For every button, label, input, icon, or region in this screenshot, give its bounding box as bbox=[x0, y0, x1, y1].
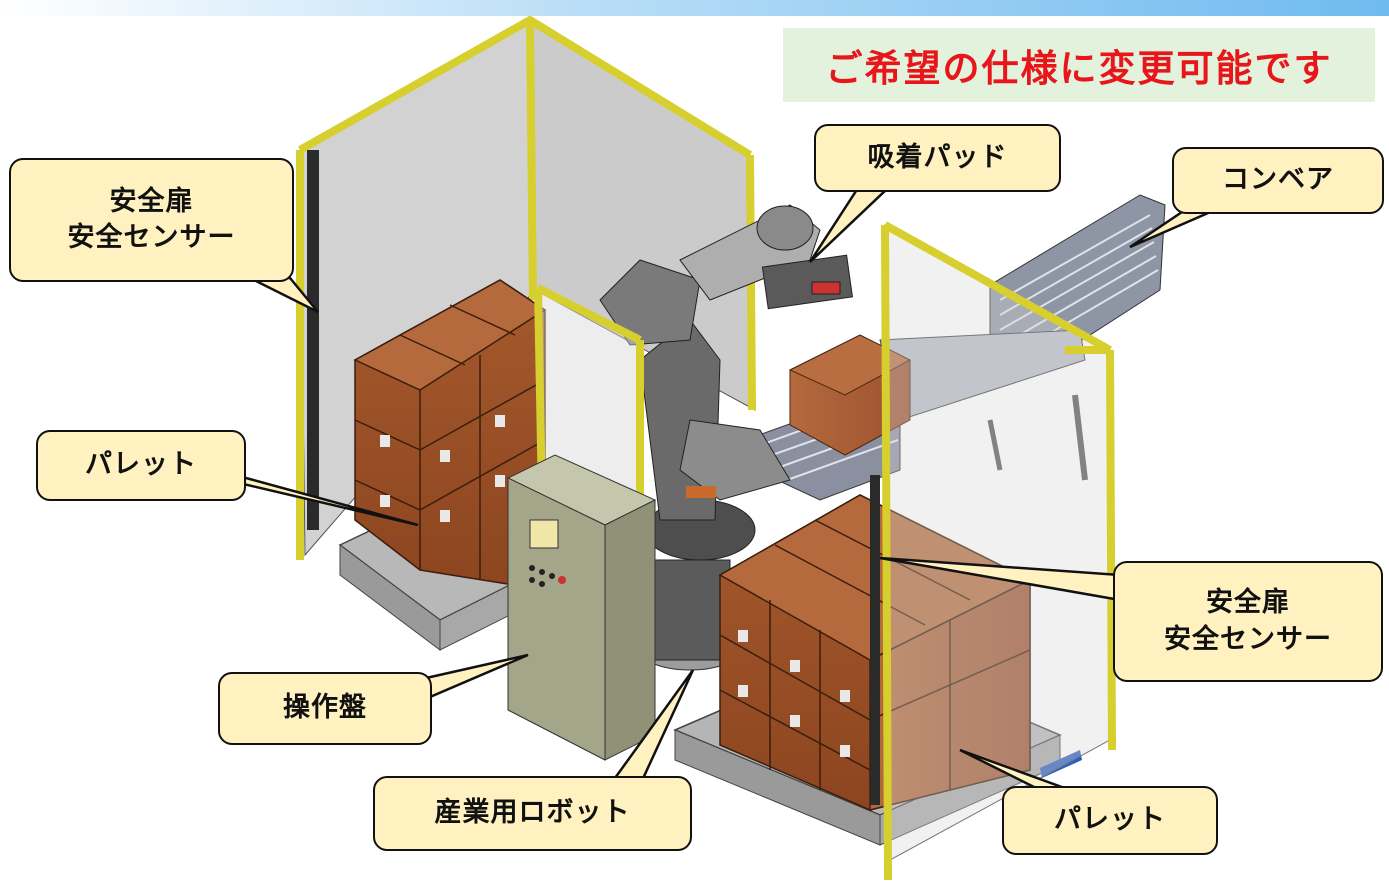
callout-door-sensor-left: 安全扉 安全センサー bbox=[9, 158, 294, 282]
left-box-stack bbox=[353, 279, 547, 591]
callout-suction-pad: 吸着パッド bbox=[814, 124, 1061, 192]
industrial-robot bbox=[599, 204, 854, 671]
callout-door-sensor-right-line1: 安全扉 bbox=[1206, 587, 1290, 619]
left-light-curtain-sensor bbox=[307, 150, 319, 530]
callout-door-sensor-left-line2: 安全センサー bbox=[67, 222, 236, 253]
callout-door-sensor-right: 安全扉 安全センサー bbox=[1113, 561, 1383, 682]
callout-door-sensor-right-line2: 安全センサー bbox=[1164, 623, 1332, 655]
callout-control-panel: 操作盤 bbox=[218, 672, 432, 745]
right-safety-enclosure bbox=[870, 221, 1116, 881]
control-panel bbox=[506, 454, 657, 761]
callout-door-sensor-left-line1: 安全扉 bbox=[109, 185, 194, 217]
top-gradient-bar bbox=[0, 0, 1389, 16]
callout-pallet-left: パレット bbox=[36, 430, 246, 501]
callout-industrial-robot: 産業用ロボット bbox=[373, 776, 692, 851]
callout-conveyor: コンベア bbox=[1172, 147, 1384, 214]
right-light-curtain-sensor bbox=[870, 475, 880, 805]
callout-pallet-right: パレット bbox=[1002, 786, 1218, 855]
banner-notice: ご希望の仕様に変更可能です bbox=[783, 28, 1375, 102]
conveyor bbox=[879, 194, 1166, 481]
